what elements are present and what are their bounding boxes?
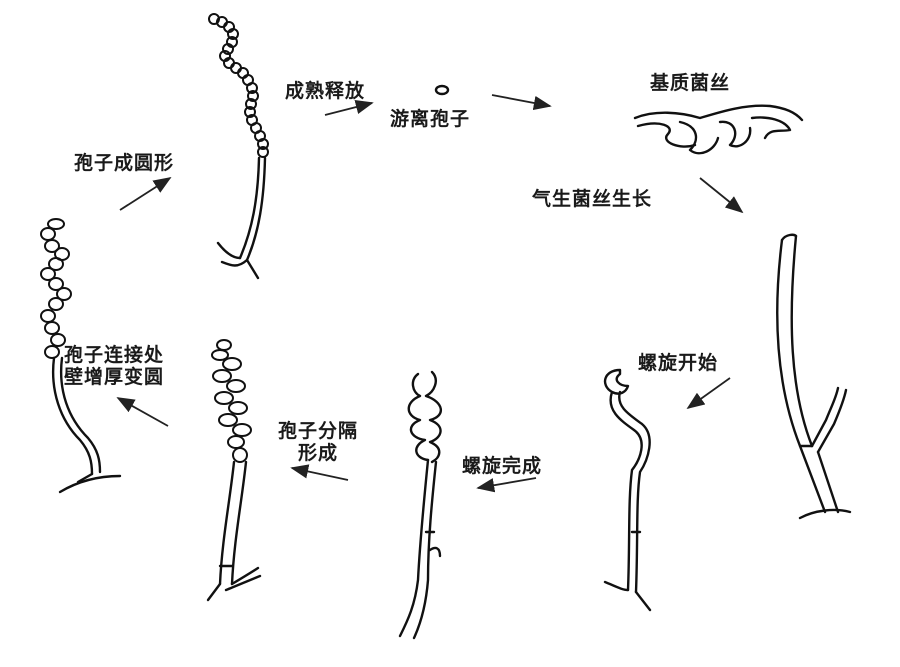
label-spiral-complete: 螺旋完成 — [462, 455, 543, 477]
free-spore-shape — [434, 84, 450, 96]
septum-formation-shape — [206, 339, 262, 602]
label-mature-release: 成熟释放 — [285, 80, 366, 102]
cycle-arrows — [116, 94, 744, 493]
label-spore-rounding: 孢子成圆形 — [74, 152, 175, 174]
label-wall-thickening: 孢子连接处 壁增厚变圆 — [64, 344, 204, 388]
label-aerial-mycelium: 气生菌丝生长 — [532, 188, 653, 210]
label-free-spore: 游离孢子 — [390, 108, 471, 130]
label-septum-formation: 孢子分隔 形成 — [268, 420, 368, 464]
label-wall-line2: 壁增厚变圆 — [64, 366, 165, 388]
spiral-complete-shape — [398, 370, 442, 640]
substrate-mycelium-shape — [633, 104, 804, 155]
label-septum-line1: 孢子分隔 — [277, 420, 358, 442]
label-spiral-start: 螺旋开始 — [638, 352, 719, 374]
wall-thickening-shape — [40, 218, 122, 494]
label-wall-line1: 孢子连接处 — [64, 344, 165, 366]
label-septum-line2: 形成 — [297, 442, 338, 464]
mature-spore-chain — [208, 13, 269, 280]
spiral-start-shape — [603, 368, 652, 612]
label-substrate-mycelium: 基质菌丝 — [650, 72, 731, 94]
aerial-mycelium-shape — [776, 233, 852, 520]
